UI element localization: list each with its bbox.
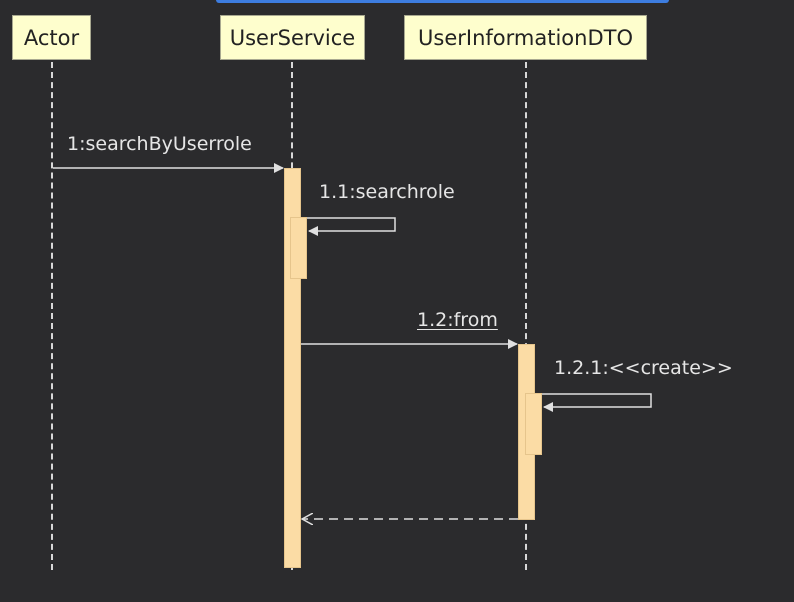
participant-actor-label: Actor xyxy=(23,25,80,50)
message-1-2-1-label[interactable]: 1.2.1:<<create>> xyxy=(554,357,733,379)
message-1-label[interactable]: 1:searchByUserrole xyxy=(67,133,252,155)
participant-user-information-dto-label: UserInformationDTO xyxy=(418,25,633,50)
message-1-2-1-arrow xyxy=(542,393,652,412)
participant-user-information-dto[interactable]: UserInformationDTO xyxy=(404,15,647,60)
message-1-1-label[interactable]: 1.1:searchrole xyxy=(319,181,455,203)
message-1-1-arrow xyxy=(307,217,396,236)
lifeline-user-information-dto xyxy=(525,62,527,570)
top-accent-bar xyxy=(216,0,669,3)
message-1-2-label[interactable]: 1.2:from xyxy=(417,309,498,331)
participant-user-service-label: UserService xyxy=(229,25,356,50)
activation-user-service-nested[interactable] xyxy=(290,217,307,279)
activation-user-information-dto-nested[interactable] xyxy=(525,393,542,455)
lifeline-actor xyxy=(51,62,53,570)
participant-user-service[interactable]: UserService xyxy=(220,15,365,60)
participant-actor[interactable]: Actor xyxy=(12,15,91,60)
